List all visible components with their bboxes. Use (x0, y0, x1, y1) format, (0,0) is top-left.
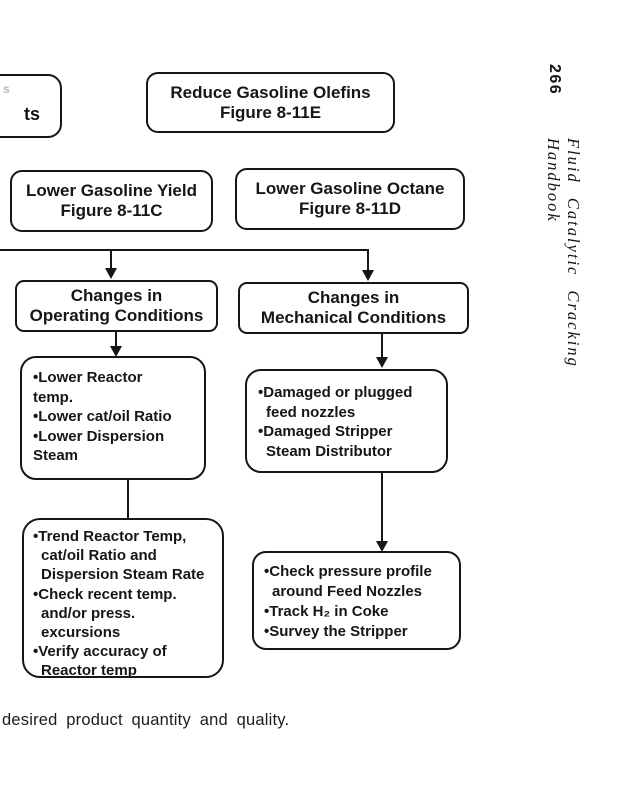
flow-box-operating-causes: •Lower Reactor temp. •Lower cat/oil Rati… (20, 356, 206, 480)
connector-to-operating-conditions (110, 250, 112, 270)
flow-box-text: Changes in Mechanical Conditions (240, 284, 467, 332)
flow-box-title: Changes in (70, 286, 163, 305)
flow-box-figure-ref: Figure 8-11C (60, 201, 163, 220)
flow-box-title: Mechanical Conditions (260, 308, 447, 327)
flow-box-title: Lower Gasoline Yield (26, 181, 197, 200)
flow-box-mechanical-causes: •Damaged or plugged feed nozzles •Damage… (245, 369, 448, 473)
page-number: 266 (546, 64, 563, 96)
bullet-line: •Damaged Stripper (258, 423, 393, 440)
running-head: Fluid Catalytic Cracking Handbook (544, 138, 583, 368)
bullet-line: •Track H₂ in Coke (264, 603, 389, 620)
flow-box-figure-ref: Figure 8-11E (219, 102, 322, 122)
flow-box-mechanical-actions: •Check pressure profile around Feed Nozz… (252, 551, 461, 650)
truncated-text-faint-fragment: s (3, 82, 10, 96)
bullet-line: excursions (41, 624, 121, 642)
flow-box-title: Changes in (307, 288, 400, 307)
connector-causes-to-actions-right (381, 473, 383, 543)
connector-operating-to-causes (115, 332, 117, 348)
bullet-line: •Damaged or plugged (258, 384, 413, 401)
flow-box-reduce-gasoline-olefins: Reduce Gasoline Olefins Figure 8-11E (146, 72, 395, 133)
bullet-line: •Verify accuracy of (33, 643, 167, 661)
flow-box-text: Reduce Gasoline Olefins Figure 8-11E (148, 74, 393, 131)
bullet-line: around Feed Nozzles (272, 583, 423, 600)
arrowhead-operating-to-causes (110, 346, 122, 357)
flow-box-text: Lower Gasoline Yield Figure 8-11C (12, 172, 211, 230)
flow-box-figure-ref: Figure 8-11D (298, 199, 402, 218)
flow-box-changes-mechanical-conditions: Changes in Mechanical Conditions (238, 282, 469, 334)
flow-box-lower-gasoline-yield: Lower Gasoline Yield Figure 8-11C (10, 170, 213, 232)
flow-box-operating-actions: •Trend Reactor Temp, cat/oil Ratio and D… (22, 518, 224, 680)
bullet-line: Steam (33, 447, 79, 464)
bullet-line: Steam Distributor (266, 442, 392, 460)
bullet-line: Dispersion Steam Rate (41, 566, 205, 584)
flow-box-title: Reduce Gasoline Olefins (170, 82, 371, 102)
bullet-line: feed nozzles (266, 403, 356, 421)
arrowhead-to-mechanical-conditions (362, 270, 374, 281)
bullet-line: •Check pressure profile (264, 563, 432, 580)
bullet-line: Reactor temp (41, 662, 137, 680)
bullet-line: •Lower Dispersion (33, 427, 165, 445)
bullet-line: temp. (33, 388, 74, 406)
flow-box-changes-operating-conditions: Changes in Operating Conditions (15, 280, 218, 332)
bullet-line: and/or press. (41, 604, 136, 622)
flow-box-lower-gasoline-octane: Lower Gasoline Octane Figure 8-11D (235, 168, 465, 230)
arrowhead-causes-to-actions-right (376, 541, 388, 552)
truncated-text-fragment: ts (24, 104, 41, 124)
bullet-line: •Lower cat/oil Ratio (33, 408, 172, 425)
connector-mechanical-to-causes (381, 334, 383, 359)
truncated-flow-box: s ts (0, 74, 62, 138)
connector-causes-to-actions-left (127, 480, 129, 518)
caption-text-fragment: desired product quantity and quality. (2, 711, 290, 729)
bullet-line: cat/oil Ratio and (41, 547, 157, 565)
flow-box-text: Lower Gasoline Octane Figure 8-11D (237, 170, 463, 228)
arrowhead-mechanical-to-causes (376, 357, 388, 368)
connector-horizontal-line (0, 249, 369, 251)
bullet-line: •Lower Reactor (33, 369, 143, 386)
arrowhead-to-operating-conditions (105, 268, 117, 279)
bullet-line: •Survey the Stripper (264, 623, 408, 640)
flow-box-title: Operating Conditions (29, 306, 204, 325)
bullet-line: •Trend Reactor Temp, (33, 528, 187, 545)
bullet-line: •Check recent temp. (33, 585, 177, 603)
connector-to-mechanical-conditions (367, 250, 369, 272)
flow-box-title: Lower Gasoline Octane (255, 179, 445, 198)
flow-box-text: Changes in Operating Conditions (17, 282, 216, 330)
